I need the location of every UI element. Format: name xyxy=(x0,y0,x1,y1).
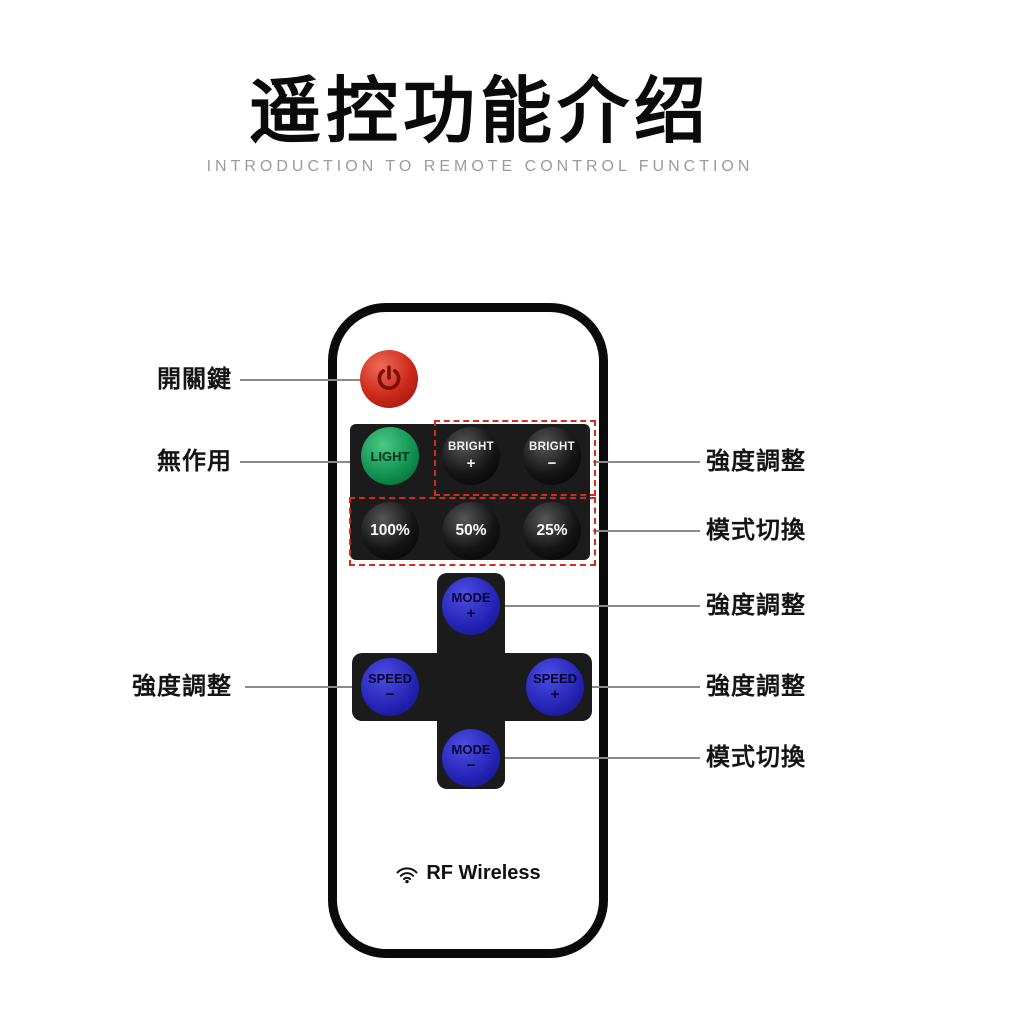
light-button: LIGHT xyxy=(361,427,419,485)
percent-25-button: 25% xyxy=(523,502,581,560)
mode-plus-sub: + xyxy=(466,605,476,623)
bright-minus-button: BRIGHT − xyxy=(523,427,581,485)
annotation-mode-switch-top: 模式切換 xyxy=(706,517,806,544)
percent-50-label: 50% xyxy=(455,522,487,539)
annotation-intensity-speed-plus: 強度調整 xyxy=(706,673,806,700)
bright-plus-label: BRIGHT xyxy=(448,441,494,454)
speed-minus-sub: − xyxy=(385,686,395,704)
connector-line-speed-minus xyxy=(245,686,362,688)
light-button-label: LIGHT xyxy=(370,448,410,464)
power-icon xyxy=(373,363,405,395)
highlight-box-percent xyxy=(349,497,596,566)
bright-plus-button: BRIGHT + xyxy=(442,427,500,485)
connector-line-percent xyxy=(593,530,700,532)
brand-label: RF Wireless xyxy=(426,862,541,884)
mode-plus-button: MODE + xyxy=(442,577,500,635)
speed-plus-label: SPEED xyxy=(532,670,578,686)
speed-minus-label: SPEED xyxy=(367,670,413,686)
connector-line-light xyxy=(240,461,362,463)
wifi-icon xyxy=(395,864,419,884)
annotation-no-function: 無作用 xyxy=(157,448,232,475)
percent-25-label: 25% xyxy=(536,522,568,539)
connector-line-mode-minus xyxy=(501,757,700,759)
speed-plus-button: SPEED + xyxy=(526,658,584,716)
percent-100-label: 100% xyxy=(370,522,410,539)
highlight-box-bright xyxy=(434,420,596,496)
annotation-intensity-bright: 強度調整 xyxy=(706,448,806,475)
mode-plus-label: MODE xyxy=(451,589,491,605)
annotation-mode-switch-bottom: 模式切換 xyxy=(706,744,806,771)
power-button xyxy=(360,350,418,408)
mode-minus-sub: − xyxy=(466,757,476,775)
page-subtitle: INTRODUCTION TO REMOTE CONTROL FUNCTION xyxy=(206,158,754,175)
annotation-intensity-mode-plus: 強度調整 xyxy=(706,592,806,619)
connector-line-power xyxy=(240,379,361,381)
bright-minus-label: BRIGHT xyxy=(529,441,575,454)
connector-line-speed-plus xyxy=(585,686,700,688)
annotation-power: 開關鍵 xyxy=(157,366,232,393)
percent-50-button: 50% xyxy=(442,502,500,560)
brand-row: RF Wireless xyxy=(328,862,608,885)
speed-plus-sub: + xyxy=(550,686,560,704)
percent-100-button: 100% xyxy=(361,502,419,560)
page-title: 遥控功能介绍 xyxy=(248,72,711,152)
annotation-intensity-left: 強度調整 xyxy=(132,673,232,700)
bright-plus-sub: + xyxy=(466,454,476,472)
mode-minus-label: MODE xyxy=(451,741,491,757)
connector-line-bright xyxy=(593,461,700,463)
speed-minus-button: SPEED − xyxy=(361,658,419,716)
connector-line-mode-plus xyxy=(501,605,700,607)
bright-minus-sub: − xyxy=(547,454,557,472)
mode-minus-button: MODE − xyxy=(442,729,500,787)
